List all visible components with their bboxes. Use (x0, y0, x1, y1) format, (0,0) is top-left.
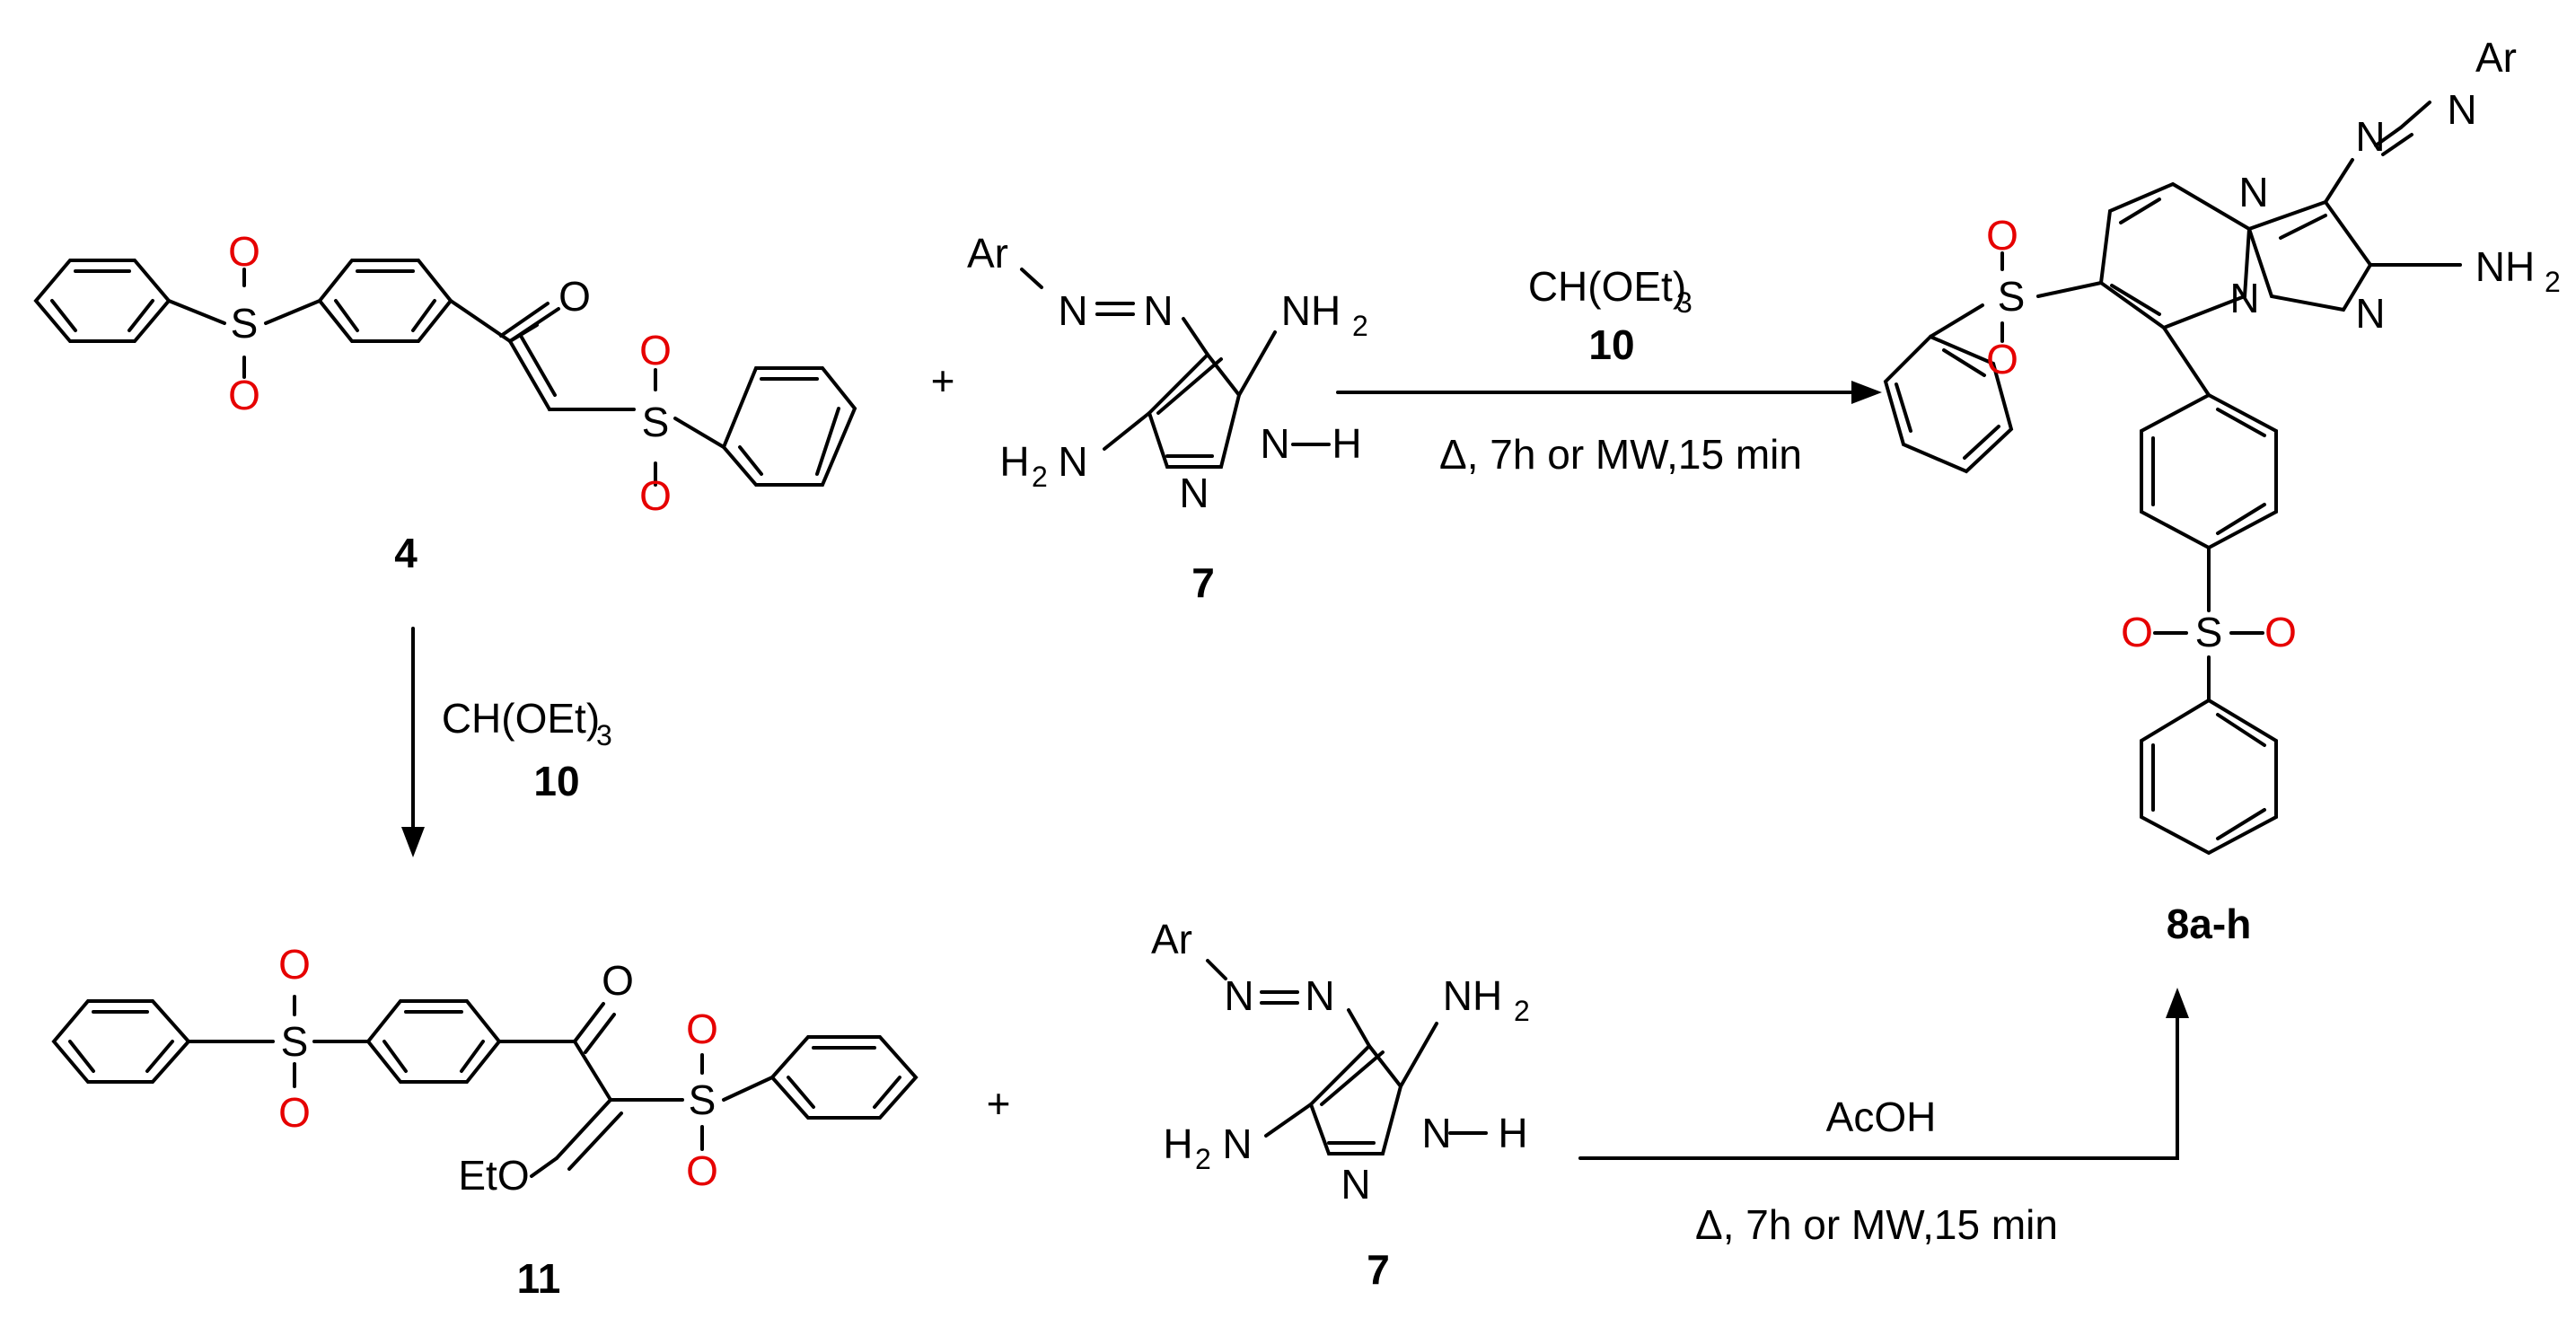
atom-s: S (1998, 273, 2026, 320)
atom-n: N (1260, 420, 1289, 467)
vertical-arrowhead (401, 827, 425, 857)
atom-h: H (1332, 420, 1361, 467)
atom-o: O (278, 1089, 311, 1136)
subscript-2: 2 (1352, 310, 1368, 342)
top-reagent-number: 10 (1588, 321, 1634, 368)
atom-o: O (602, 957, 634, 1004)
atom-ar: Ar (967, 230, 1008, 277)
compound-7-structure-top (1020, 268, 1331, 469)
atom-o: O (228, 372, 260, 418)
atom-n: N (1224, 972, 1253, 1019)
compound-11-label: 11 (517, 1255, 561, 1302)
atom-n: N (2447, 86, 2476, 133)
compound-7-structure-bottom (1206, 959, 1488, 1155)
subscript-2: 2 (1032, 461, 1048, 493)
atom-s: S (642, 399, 670, 445)
plus-sign: + (987, 1080, 1011, 1127)
compound-7-label-bottom: 7 (1367, 1246, 1390, 1293)
atom-eto: EtO (458, 1152, 529, 1199)
atom-o: O (228, 228, 260, 275)
top-arrowhead (1851, 381, 1882, 404)
atom-nh: NH (1443, 972, 1502, 1019)
atom-o: O (2264, 609, 2297, 655)
atom-o: O (558, 273, 591, 320)
bottom-reagent: AcOH (1826, 1094, 1937, 1140)
atom-n: N (1179, 470, 1209, 516)
atom-n: N (2355, 290, 2385, 337)
atom-o: O (1986, 336, 2018, 382)
bottom-conditions: Δ, 7h or MW,15 min (1695, 1201, 2058, 1248)
atom-o: O (2121, 609, 2153, 655)
top-reagent-subscript: 3 (1676, 286, 1692, 319)
atom-nh: NH (2475, 243, 2535, 290)
atom-ar: Ar (1151, 916, 1192, 962)
vertical-reagent-subscript: 3 (596, 719, 612, 751)
atom-o: O (639, 327, 672, 373)
atom-s: S (281, 1018, 309, 1065)
atom-h: H (1498, 1110, 1527, 1156)
top-conditions: Δ, 7h or MW,15 min (1439, 431, 1802, 478)
vertical-reagent: CH(OEt) (442, 695, 600, 742)
atom-nh: NH (1281, 287, 1341, 334)
atom-o: O (686, 1006, 718, 1052)
atom-o: O (278, 941, 311, 988)
subscript-2: 2 (1195, 1143, 1211, 1175)
compound-11-structure (51, 995, 919, 1178)
atom-n: N (1058, 287, 1087, 334)
atom-h: H (1163, 1120, 1192, 1167)
atom-s: S (689, 1076, 717, 1123)
compound-4-label: 4 (394, 530, 418, 576)
atom-n: N (2355, 113, 2385, 160)
compound-7-label-top: 7 (1191, 559, 1215, 606)
atom-n: N (2238, 169, 2268, 215)
subscript-2: 2 (2545, 266, 2561, 298)
atom-ar: Ar (2475, 34, 2517, 81)
vertical-reagent-number: 10 (533, 758, 579, 804)
top-reagent: CH(OEt) (1528, 263, 1686, 310)
atom-s: S (231, 300, 259, 347)
atom-n: N (1305, 972, 1334, 1019)
atom-n: N (1143, 287, 1173, 334)
atom-n: N (1058, 438, 1087, 485)
atom-o: O (1986, 212, 2018, 259)
compound-4-structure (33, 259, 857, 487)
atom-n: N (1341, 1161, 1370, 1208)
compound-8-label: 8a-h (2167, 901, 2252, 947)
atom-n: N (2229, 275, 2259, 321)
atom-o: O (686, 1147, 718, 1194)
subscript-2: 2 (1514, 995, 1530, 1027)
compound-8-structure (1883, 101, 2462, 856)
atom-n: N (1421, 1110, 1451, 1156)
atom-h: H (999, 438, 1029, 485)
bottom-reaction-arrow (1578, 1011, 2179, 1160)
atom-o: O (639, 472, 672, 519)
plus-sign: + (931, 357, 955, 404)
atom-s: S (2195, 609, 2223, 655)
atom-n: N (1222, 1120, 1252, 1167)
bottom-arrowhead (2166, 988, 2189, 1018)
